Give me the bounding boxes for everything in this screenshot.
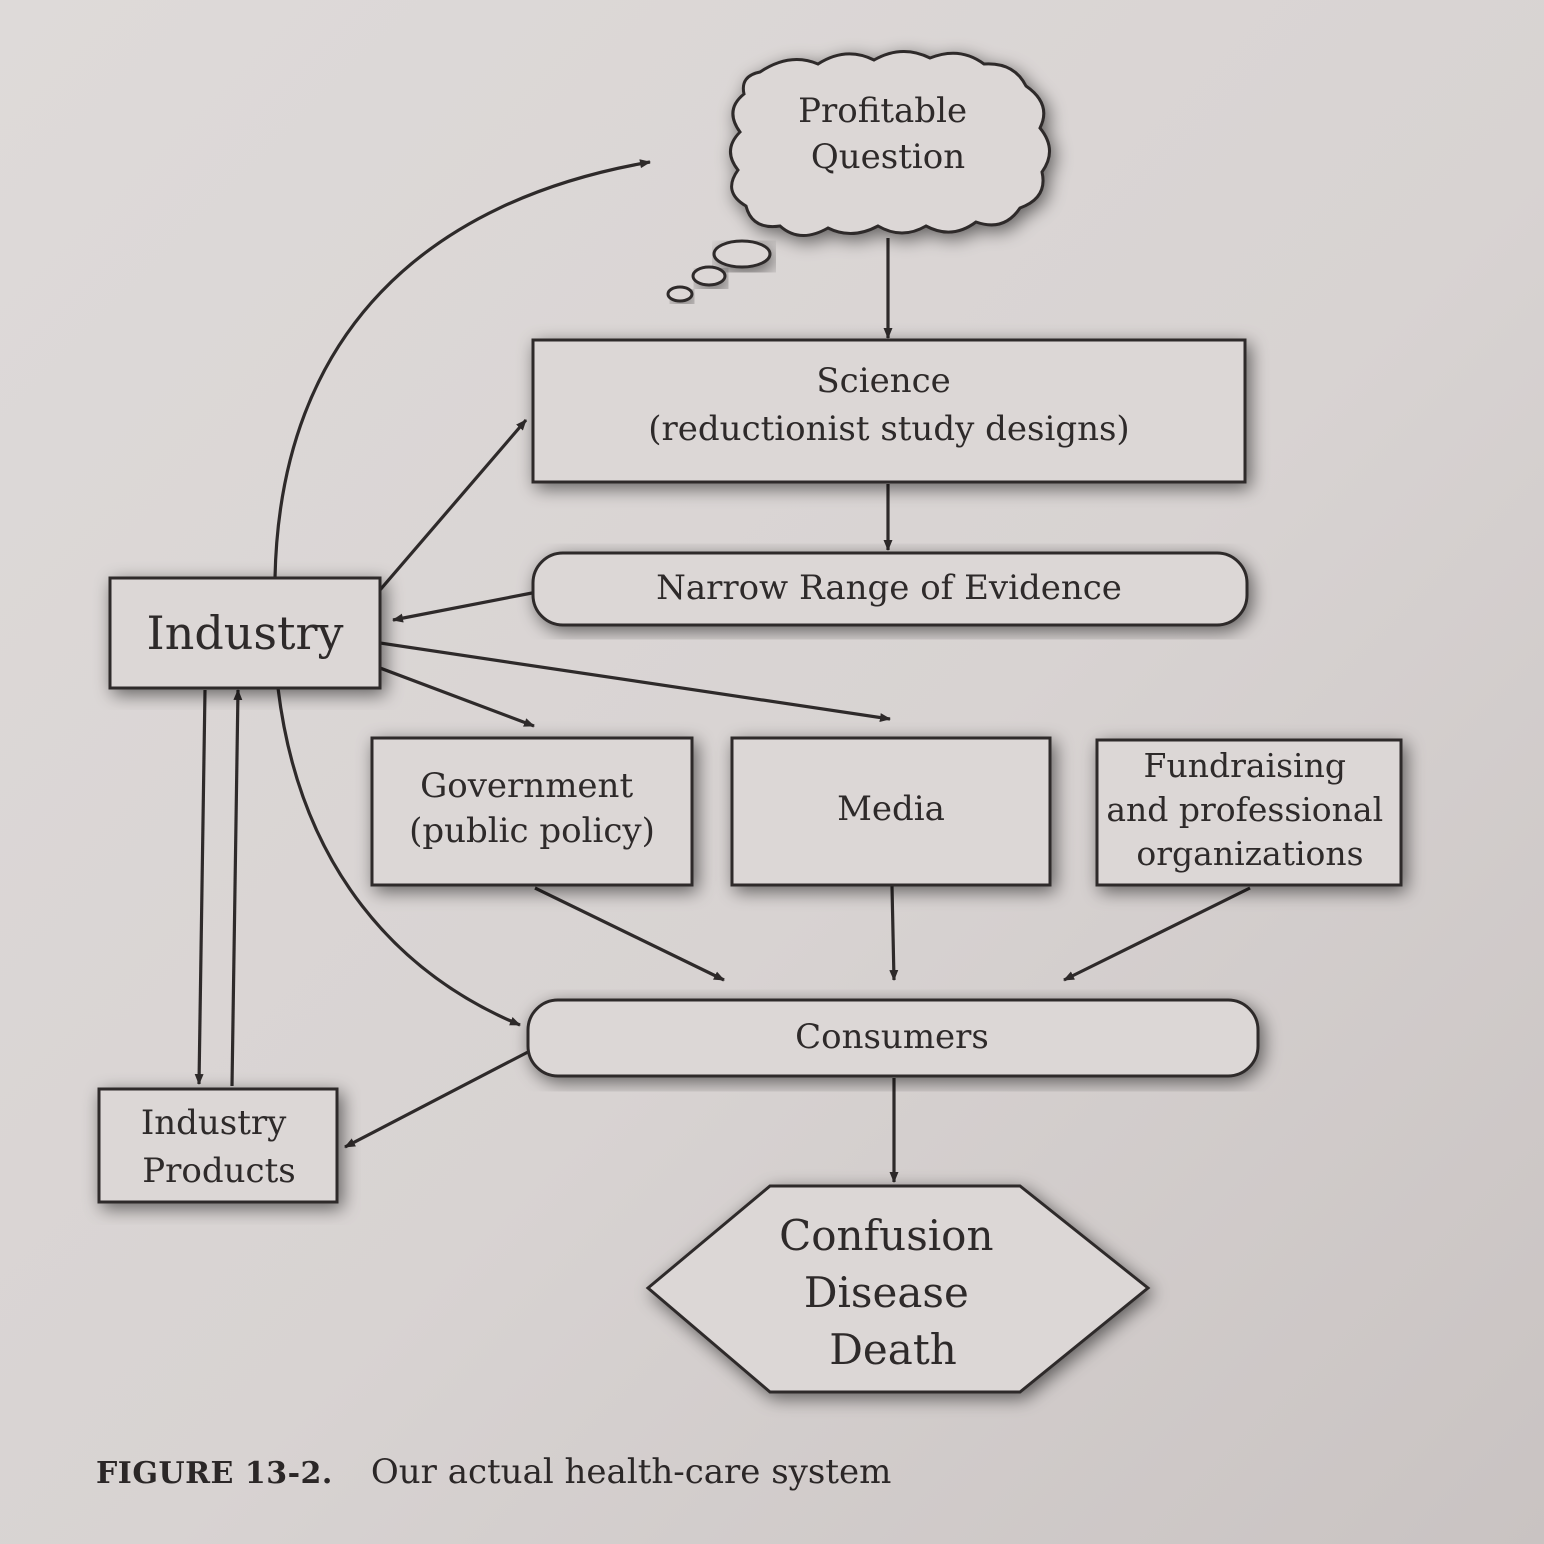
thought-bubble-small [666,285,694,303]
svg-text:Consumers: Consumers [795,1017,989,1057]
outcomes-line-2: Disease [804,1268,969,1317]
svg-text:Confusion Disease: Confusion Disease Death [779,1211,1007,1374]
svg-text:Narrow Range of Evidence: Narrow Range of Evidence [656,568,1122,608]
edge-narrow-range-to-industry [392,591,533,623]
nodes: Profitable Question Science (reductionis… [97,50,1403,1394]
edge-media-to-consumers [889,885,899,981]
outcomes-line-1: Confusion [779,1211,993,1260]
outcomes-line-3: Death [829,1325,957,1374]
profitable-question-line-1: Profitable [798,91,967,131]
fundraising-line-1: Fundraising [1144,746,1346,785]
government-line-1: Government [420,766,633,806]
media-node: Media [730,736,1052,887]
industry-products-line-2: Products [142,1151,295,1191]
svg-text:Industry Products: Industry Products [141,1103,297,1191]
industry-products-line-1: Industry [141,1103,287,1143]
edge-industry-to-government [379,666,535,728]
edge-industry-to-industry-products [194,689,207,1085]
industry-label: Industry [147,606,344,660]
edges [194,159,1251,1183]
edge-industry-to-media [379,641,891,722]
science-node: Science (reductionist study designs) [531,338,1247,484]
fundraising-line-2: and professional [1106,790,1383,829]
svg-text:Media: Media [837,789,945,829]
svg-text:Fundraising and prof: Fundraising and professional organizatio… [1106,746,1393,873]
thought-bubble-medium [691,265,727,287]
svg-text:Science (reductionis: Science (reductionist study designs) [648,361,1129,449]
government-line-2: (public policy) [409,811,655,851]
edge-industry-to-consumers [276,687,521,1027]
figure-caption: FIGURE 13-2. Our actual health-care syste… [96,1452,891,1492]
profitable-question-line-2: Question [811,137,965,177]
thought-cloud-icon [729,50,1051,237]
industry-products-node: Industry Products [97,1087,339,1204]
fundraising-node: Fundraising and professional organizatio… [1095,738,1403,887]
edge-industry-to-science [378,418,528,592]
profitable-question-node: Profitable Question [666,50,1051,303]
government-node: Government (public policy) [370,736,694,887]
media-label: Media [837,789,945,829]
industry-node: Industry [108,576,382,690]
edge-consumers-to-industry-products [344,1050,529,1149]
svg-text:Profitable Question: Profitable Question [798,91,978,177]
hexagon-shape [645,1184,1151,1394]
consumers-label: Consumers [795,1017,989,1057]
thought-bubble-large [712,239,772,269]
science-line-2: (reductionist study designs) [648,409,1129,449]
edge-government-to-consumers [534,886,725,982]
fundraising-line-3: organizations [1136,834,1363,873]
svg-text:Industry: Industry [147,606,344,660]
outcomes-node: Confusion Disease Death [645,1184,1151,1394]
consumers-node: Consumers [526,998,1260,1078]
narrow-range-label: Narrow Range of Evidence [656,568,1122,608]
science-line-1: Science [816,361,950,401]
figure-caption-label: FIGURE 13-2. [96,1456,333,1491]
edge-industry-products-to-industry [230,689,243,1087]
svg-text:Government (public p: Government (public policy) [409,766,655,851]
narrow-range-node: Narrow Range of Evidence [531,551,1249,627]
figure-caption-text: Our actual health-care system [370,1452,892,1492]
edge-industry-to-profitable-question [273,159,651,579]
edge-fundraising-to-consumers [1063,886,1251,982]
